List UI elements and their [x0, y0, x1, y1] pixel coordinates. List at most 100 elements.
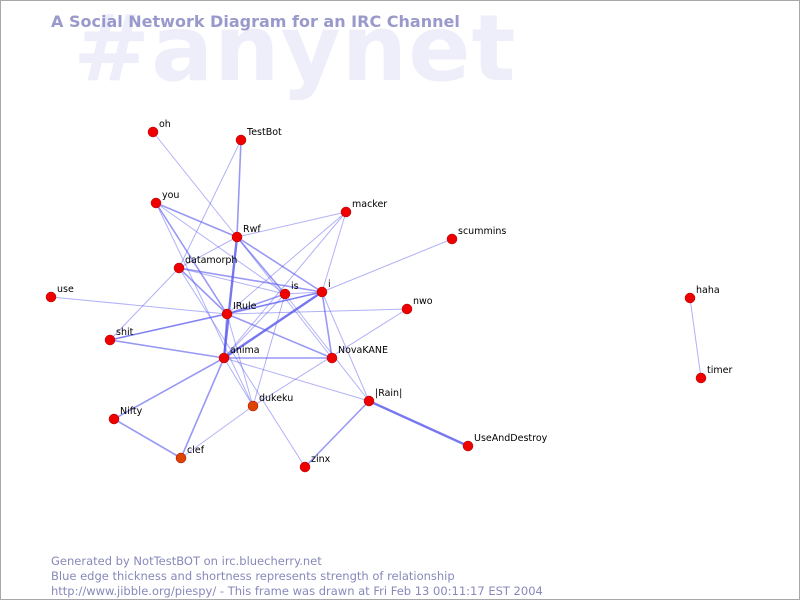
footer-url-timestamp: http://www.jibble.org/piespy/ - This fra… [51, 584, 543, 598]
node-dot [340, 206, 352, 218]
edge-is-i [284, 291, 323, 295]
node-scummins: scummins [446, 226, 506, 245]
edge-is-rain [284, 293, 370, 402]
node-label: NovaKANE [338, 345, 388, 356]
node-dot [173, 262, 185, 274]
node-label: |Rain| [375, 388, 402, 399]
node-dot [231, 231, 243, 243]
node-label: IRule [233, 301, 257, 312]
edge-anima-dukeku [223, 357, 254, 407]
edge-rain-useanddestroy [367, 399, 470, 448]
node-useanddestroy: UseAndDestroy [462, 433, 548, 452]
edge-datamorph-irule [178, 267, 228, 315]
node-label: Rwf [243, 224, 261, 235]
edge-shit-anima [109, 339, 225, 359]
node-testbot: TestBot [235, 127, 282, 146]
edge-oh-rwf [152, 131, 238, 238]
edge-macker-i [321, 211, 347, 293]
node-dot [279, 288, 291, 300]
node-label: nwo [413, 296, 433, 307]
node-dot [695, 372, 707, 384]
node-label: scummins [458, 226, 506, 237]
node-dot [235, 134, 247, 146]
edge-clef-dukeku [180, 405, 254, 459]
node-is: is [279, 281, 299, 300]
node-label: macker [352, 199, 387, 210]
edge-haha-timer [689, 297, 702, 379]
node-label: UseAndDestroy [474, 433, 548, 444]
edge-rwf-datamorph [178, 236, 238, 269]
node-timer: timer [695, 365, 732, 384]
edge-irule-anima [223, 313, 228, 359]
footer-generated-by: Generated by NotTestBOT on irc.bluecherr… [51, 554, 322, 568]
node-rain: |Rain| [363, 388, 402, 407]
node-label: timer [707, 365, 732, 376]
node-i: i [316, 279, 331, 298]
node-dot [462, 440, 474, 452]
node-shit: shit [104, 327, 134, 346]
edge-i-rain [321, 291, 370, 402]
node-anima: anima [218, 345, 260, 364]
edge-macker-irule [226, 211, 347, 315]
edge-anima-rain [223, 357, 370, 402]
node-label: shit [116, 327, 134, 338]
node-dot [446, 233, 458, 245]
edge-you-irule [155, 202, 228, 315]
edge-anima-nifty [113, 357, 225, 420]
node-irule: IRule [221, 301, 257, 320]
node-dot [45, 291, 57, 303]
edge-irule-dukeku [226, 313, 254, 407]
edge-testbot-rwf [236, 139, 242, 238]
node-nwo: nwo [401, 296, 433, 315]
node-dot [401, 303, 413, 315]
edge-you-is [155, 202, 286, 295]
node-label: oh [159, 119, 171, 130]
node-label: dukeku [259, 393, 293, 404]
edge-scummins-i [321, 238, 453, 293]
node-label: clef [187, 445, 205, 456]
edge-testbot-datamorph [178, 139, 242, 269]
node-label: zinx [311, 454, 331, 465]
node-datamorph: datamorph [173, 255, 237, 274]
edge-rwf-i [236, 236, 323, 293]
node-dot [104, 334, 116, 346]
node-dot [147, 126, 159, 138]
edge-i-anima [222, 290, 324, 360]
edge-use-irule [50, 296, 228, 315]
edge-shit-irule [109, 313, 228, 341]
node-clef: clef [175, 445, 205, 464]
node-dot [684, 292, 696, 304]
node-macker: macker [340, 199, 387, 218]
node-dot [326, 352, 338, 364]
edge-i-irule [226, 291, 323, 315]
edge-you-rwf [155, 202, 238, 238]
edge-datamorph-i [178, 267, 323, 293]
edge-anima-clef [180, 357, 225, 459]
edge-rwf-macker [236, 211, 347, 238]
edge-datamorph-zinx [178, 267, 306, 468]
node-use: use [45, 284, 74, 303]
node-label: is [291, 281, 299, 292]
node-label: haha [696, 285, 720, 296]
node-haha: haha [684, 285, 720, 304]
node-dot [221, 308, 233, 320]
edge-rain-zinx [304, 400, 370, 468]
node-label: Nifty [120, 406, 143, 417]
edges-layer [50, 131, 702, 468]
node-novakane: NovaKANE [326, 345, 388, 364]
node-label: datamorph [185, 255, 237, 266]
edge-nifty-clef [113, 418, 182, 459]
node-rwf: Rwf [231, 224, 261, 243]
node-dot [150, 197, 162, 209]
node-label: anima [230, 345, 260, 356]
node-zinx: zinx [299, 454, 331, 473]
node-dot [316, 286, 328, 298]
node-you: you [150, 190, 179, 209]
edge-datamorph-is [178, 267, 286, 295]
edge-is-dukeku [252, 293, 286, 407]
edge-nwo-irule [226, 308, 408, 315]
footer-legend-note: Blue edge thickness and shortness repres… [51, 569, 455, 583]
